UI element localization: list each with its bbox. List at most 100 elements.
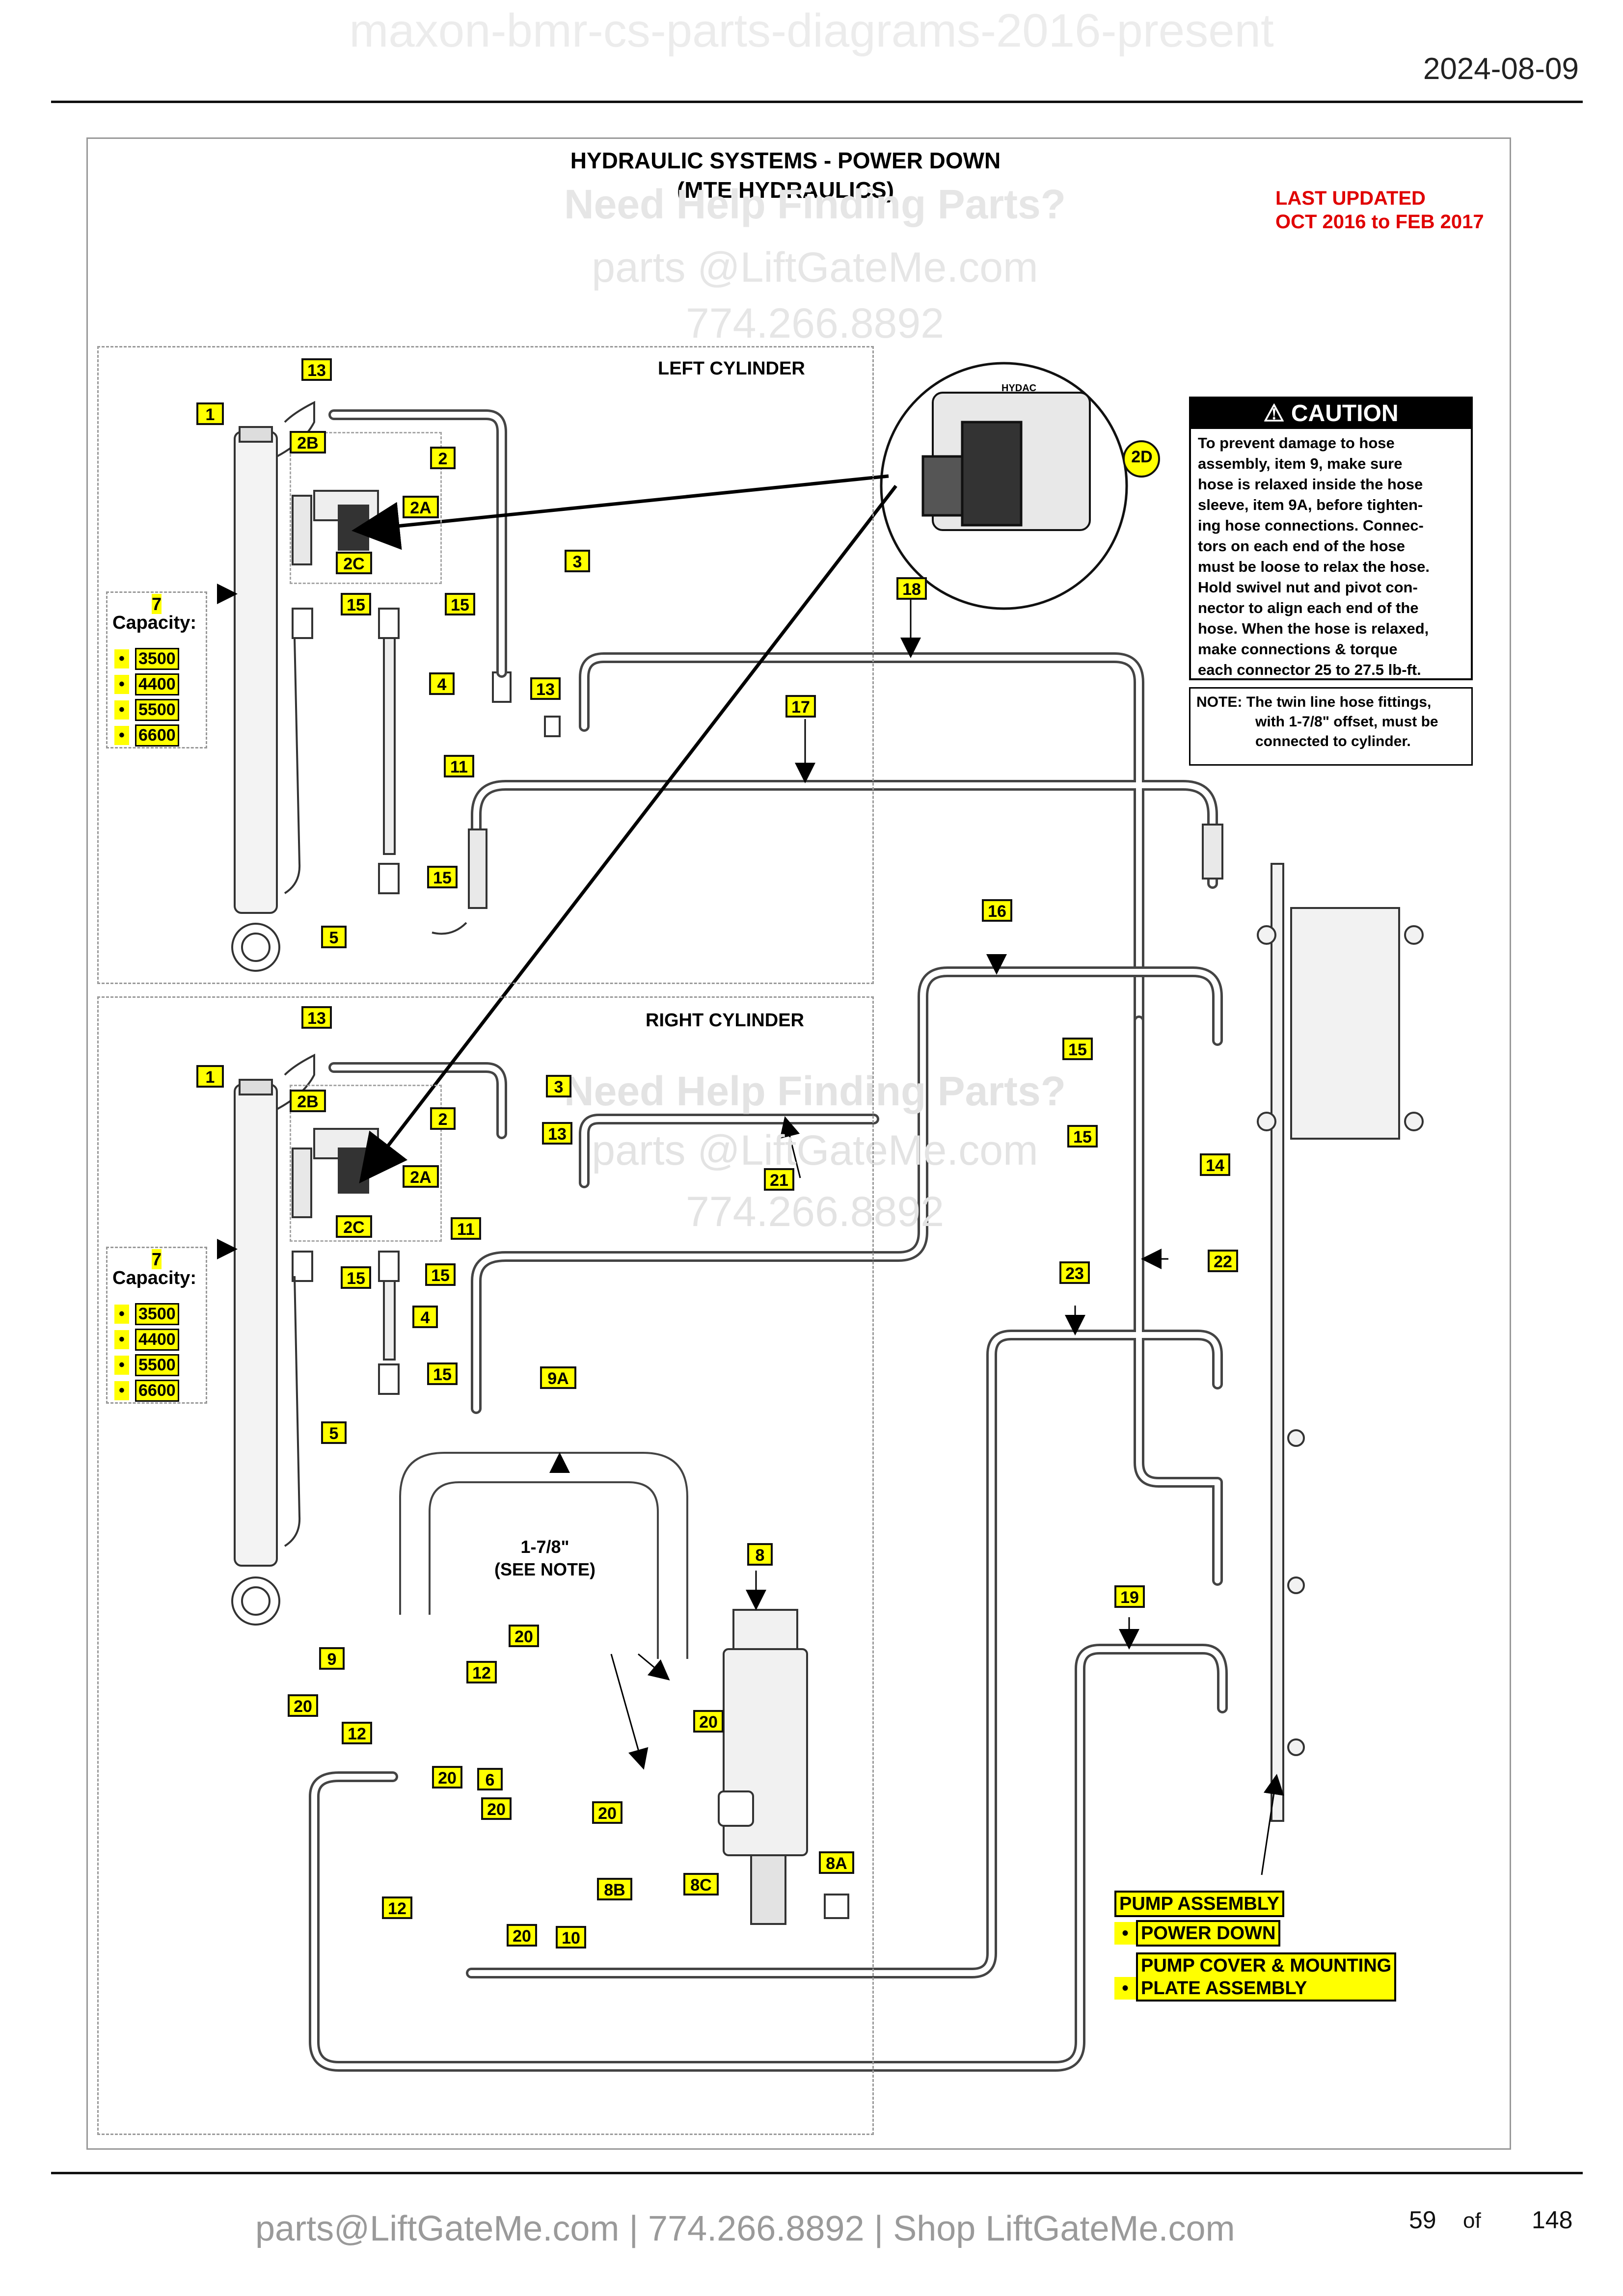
capacity-box-right: 7 Capacity: •3500 •4400 •5500 •6600 <box>106 1247 207 1404</box>
callout-5[interactable]: 5 <box>321 1421 347 1444</box>
left-fittings <box>432 824 1223 935</box>
capacity-title: Capacity: <box>112 1268 197 1288</box>
pump-assembly-title[interactable]: PUMP ASSEMBLY <box>1114 1891 1284 1917</box>
callout-15[interactable]: 15 <box>1062 1038 1093 1060</box>
note-box: NOTE: The twin line hose fittings, with … <box>1189 687 1473 766</box>
callout-4[interactable]: 4 <box>412 1306 438 1328</box>
callout-15[interactable]: 15 <box>341 1266 371 1289</box>
callout-20[interactable]: 20 <box>288 1694 318 1717</box>
watermark-email: parts @LiftGateMe.com <box>592 244 1038 291</box>
caution-box: ⚠ CAUTION To prevent damage to hose asse… <box>1189 397 1473 680</box>
page-total: 148 <box>1532 2206 1573 2234</box>
callout-18[interactable]: 18 <box>896 577 927 600</box>
callout-22[interactable]: 22 <box>1208 1250 1238 1272</box>
footer-contact[interactable]: parts@LiftGateMe.com | 774.266.8892 | Sh… <box>255 2209 1235 2248</box>
diagram-frame <box>86 137 1511 2150</box>
callout-15[interactable]: 15 <box>425 1263 456 1286</box>
pump-unit <box>718 1609 849 1925</box>
callout-2a[interactable]: 2A <box>403 1165 439 1188</box>
warning-icon: ⚠ <box>1263 400 1285 427</box>
callout-15[interactable]: 15 <box>1067 1125 1098 1148</box>
callout-3[interactable]: 3 <box>565 550 590 572</box>
callout-12[interactable]: 12 <box>466 1661 497 1683</box>
callout-8a[interactable]: 8A <box>819 1851 854 1874</box>
note-line-2: with 1-7/8" offset, must be <box>1255 714 1438 730</box>
footer-rule <box>51 2172 1583 2174</box>
capacity-value: 6600 <box>135 1380 179 1402</box>
callout-6[interactable]: 6 <box>477 1768 503 1790</box>
callout-2b[interactable]: 2B <box>290 1090 326 1112</box>
callout-12[interactable]: 12 <box>342 1722 372 1744</box>
capacity-title: Capacity: <box>112 613 197 633</box>
callout-2b[interactable]: 2B <box>290 431 326 454</box>
diagram-title: HYDRAULIC SYSTEMS - POWER DOWN <box>570 148 1001 173</box>
watermark-help-2: Need Help Finding Parts? <box>564 1068 1066 1114</box>
callout-19[interactable]: 19 <box>1114 1585 1145 1608</box>
callout-9a[interactable]: 9A <box>540 1366 576 1389</box>
callout-13[interactable]: 13 <box>530 677 561 700</box>
callout-3[interactable]: 3 <box>546 1075 571 1097</box>
callout-15[interactable]: 15 <box>445 593 475 615</box>
callout-15[interactable]: 15 <box>427 1362 458 1385</box>
callout-20[interactable]: 20 <box>509 1625 539 1647</box>
callout-2c[interactable]: 2C <box>336 552 372 574</box>
page-number: 59 <box>1409 2206 1436 2234</box>
left-valve-subassembly <box>290 432 442 584</box>
callout-12[interactable]: 12 <box>382 1896 412 1919</box>
callout-5[interactable]: 5 <box>321 926 347 948</box>
callout-4[interactable]: 4 <box>429 672 455 695</box>
capacity-value: 3500 <box>135 1303 179 1325</box>
callout-17[interactable]: 17 <box>785 695 816 718</box>
page-of: of <box>1463 2209 1481 2233</box>
callout-8c[interactable]: 8C <box>683 1873 719 1896</box>
callout-leaders <box>217 584 1284 1875</box>
callout-13[interactable]: 13 <box>542 1122 572 1145</box>
last-updated-range: OCT 2016 to FEB 2017 <box>1275 211 1484 233</box>
callout-13[interactable]: 13 <box>301 1006 332 1029</box>
header-watermark: maxon-bmr-cs-parts-diagrams-2016-present <box>349 4 1274 57</box>
callout-16[interactable]: 16 <box>982 899 1012 922</box>
callout-20[interactable]: 20 <box>693 1710 724 1733</box>
callout-2a[interactable]: 2A <box>403 496 439 518</box>
callout-20[interactable]: 20 <box>432 1766 462 1789</box>
callout-20[interactable]: 20 <box>507 1924 537 1947</box>
watermark-help: Need Help Finding Parts? <box>564 181 1066 227</box>
offset-dimension: 1-7/8" <box>520 1537 569 1557</box>
header-rule <box>51 101 1583 103</box>
callout-8b[interactable]: 8B <box>597 1878 632 1900</box>
offset-see-note: (SEE NOTE) <box>494 1559 595 1579</box>
callout-20[interactable]: 20 <box>481 1797 512 1820</box>
right-cylinder-label: RIGHT CYLINDER <box>646 1010 804 1031</box>
zoom-leaders <box>352 474 897 1184</box>
callout-14[interactable]: 14 <box>1200 1153 1230 1176</box>
callout-2[interactable]: 2 <box>430 447 456 469</box>
callout-2[interactable]: 2 <box>430 1107 456 1130</box>
left-cylinder-label: LEFT CYLINDER <box>658 358 805 379</box>
note-line-3: connected to cylinder. <box>1255 733 1411 749</box>
callout-9[interactable]: 9 <box>319 1647 345 1670</box>
twin-hose-sleeve <box>399 1452 688 1659</box>
watermark-email-2: parts @LiftGateMe.com <box>592 1127 1038 1174</box>
capacity-value: 3500 <box>135 648 179 670</box>
callout-2c[interactable]: 2C <box>336 1215 372 1238</box>
callout-1[interactable]: 1 <box>196 1065 224 1088</box>
right-cylinder-section <box>97 996 874 2135</box>
print-date: 2024-08-09 <box>1423 52 1579 86</box>
callout-20[interactable]: 20 <box>592 1801 622 1824</box>
callout-21[interactable]: 21 <box>764 1168 794 1191</box>
zoom-hydac-label: HYDAC <box>1001 383 1037 394</box>
callout-2d[interactable]: 2D <box>1131 448 1153 466</box>
callout-1[interactable]: 1 <box>196 402 224 425</box>
callout-8[interactable]: 8 <box>747 1543 773 1566</box>
callout-15[interactable]: 15 <box>427 866 458 888</box>
pump-assembly-item-power-down[interactable]: •POWER DOWN <box>1114 1920 1281 1947</box>
callout-23[interactable]: 23 <box>1059 1261 1090 1284</box>
callout-11[interactable]: 11 <box>444 755 474 777</box>
callout-15[interactable]: 15 <box>341 593 371 615</box>
callout-10[interactable]: 10 <box>556 1926 586 1949</box>
callout-13[interactable]: 13 <box>301 358 332 381</box>
diagram-subtitle: (MTE HYDRAULICS) <box>676 177 894 203</box>
callout-11[interactable]: 11 <box>451 1217 481 1240</box>
left-cylinder <box>231 400 561 972</box>
